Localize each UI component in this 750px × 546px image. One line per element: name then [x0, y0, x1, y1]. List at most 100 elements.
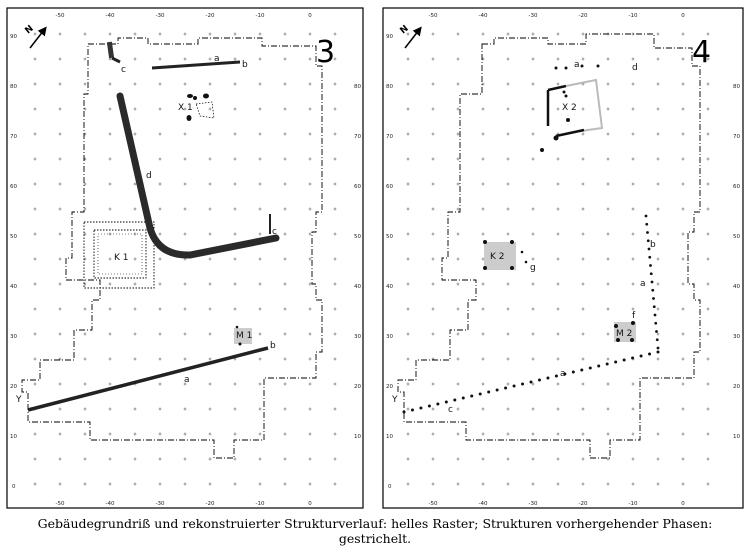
- grid-cross: [456, 382, 460, 386]
- grid-cross: [481, 432, 485, 436]
- post-hole: [529, 380, 533, 384]
- post-hole: [639, 354, 643, 358]
- grid-cross: [481, 182, 485, 186]
- grid-cross: [606, 382, 610, 386]
- grid-cross: [656, 157, 660, 161]
- grid-cross: [83, 232, 87, 236]
- structure-a-bottom: [27, 346, 269, 412]
- grid-cross: [681, 82, 685, 86]
- grid-cross: [531, 57, 535, 61]
- grid-cross: [581, 232, 585, 236]
- label-m1: M 1: [236, 331, 252, 341]
- grid-cross: [681, 107, 685, 111]
- grid-cross: [33, 57, 37, 61]
- panel-4-grid: [406, 32, 710, 486]
- grid-cross: [631, 132, 635, 136]
- grid-cross: [506, 207, 510, 211]
- grid-cross: [233, 107, 237, 111]
- grid-cross: [308, 182, 312, 186]
- grid-cross: [308, 157, 312, 161]
- grid-cross: [208, 82, 212, 86]
- grid-cross: [333, 457, 337, 461]
- grid-cross: [431, 157, 435, 161]
- grid-cross: [133, 32, 137, 36]
- grid-cross: [208, 182, 212, 186]
- x2-structure: X 2: [540, 78, 604, 152]
- grid-cross: [58, 307, 62, 311]
- grid-cross: [681, 232, 685, 236]
- x-tick-top: -20: [579, 13, 588, 19]
- grid-cross: [233, 282, 237, 286]
- grid-cross: [656, 432, 660, 436]
- structure-a-top: [151, 60, 241, 70]
- grid-cross: [258, 182, 262, 186]
- post-hole: [597, 364, 601, 368]
- grid-cross: [431, 332, 435, 336]
- grid-cross: [631, 382, 635, 386]
- grid-cross: [681, 182, 685, 186]
- label-y: Y: [391, 395, 398, 405]
- grid-cross: [481, 232, 485, 236]
- grid-cross: [58, 382, 62, 386]
- grid-cross: [133, 107, 137, 111]
- grid-cross: [706, 57, 710, 61]
- grid-cross: [506, 482, 510, 486]
- grid-cross: [33, 207, 37, 211]
- grid-cross: [706, 32, 710, 36]
- grid-cross: [83, 457, 87, 461]
- x-tick-top: -40: [106, 13, 115, 19]
- x-tick-top: -10: [256, 13, 265, 19]
- x-tick-bottom: -50: [56, 501, 65, 507]
- grid-cross: [133, 307, 137, 311]
- post-hole: [655, 338, 659, 342]
- grid-cross: [283, 357, 287, 361]
- k1-structure: K 1: [83, 221, 155, 289]
- y-tick-left: 0: [388, 484, 392, 490]
- grid-cross: [556, 282, 560, 286]
- post-hole: [487, 390, 491, 394]
- y-tick-left: 40: [386, 284, 393, 290]
- grid-cross: [506, 407, 510, 411]
- grid-cross: [431, 182, 435, 186]
- grid-cross: [531, 157, 535, 161]
- building-outline: [21, 37, 323, 459]
- grid-cross: [531, 232, 535, 236]
- grid-cross: [456, 407, 460, 411]
- grid-cross: [406, 407, 410, 411]
- grid-cross: [183, 432, 187, 436]
- grid-cross: [283, 182, 287, 186]
- grid-cross: [183, 157, 187, 161]
- grid-cross: [481, 157, 485, 161]
- grid-cross: [158, 357, 162, 361]
- grid-cross: [581, 32, 585, 36]
- post-hole: [563, 372, 567, 376]
- grid-cross: [631, 232, 635, 236]
- grid-cross: [406, 332, 410, 336]
- grid-cross: [606, 282, 610, 286]
- grid-cross: [108, 32, 112, 36]
- post-hole: [512, 384, 516, 388]
- grid-cross: [233, 407, 237, 411]
- post-hole: [470, 394, 474, 398]
- grid-cross: [233, 157, 237, 161]
- grid-cross: [208, 282, 212, 286]
- grid-cross: [431, 457, 435, 461]
- grid-cross: [406, 57, 410, 61]
- grid-cross: [108, 432, 112, 436]
- panel-3-number: 3: [316, 35, 335, 70]
- grid-cross: [706, 332, 710, 336]
- grid-cross: [83, 482, 87, 486]
- grid-cross: [333, 307, 337, 311]
- label-c: c: [448, 405, 453, 415]
- grid-cross: [606, 157, 610, 161]
- grid-cross: [58, 157, 62, 161]
- grid-cross: [706, 82, 710, 86]
- grid-cross: [506, 357, 510, 361]
- grid-cross: [333, 107, 337, 111]
- grid-cross: [581, 157, 585, 161]
- grid-cross: [681, 32, 685, 36]
- x-tick-bottom: -40: [106, 501, 115, 507]
- grid-cross: [208, 382, 212, 386]
- y-tick-left: 80: [10, 84, 17, 90]
- grid-cross: [208, 32, 212, 36]
